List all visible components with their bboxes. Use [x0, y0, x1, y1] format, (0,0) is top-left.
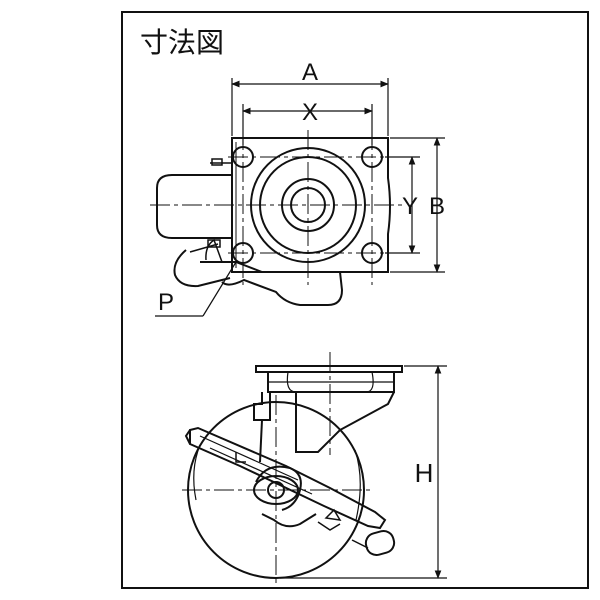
drawing-title: 寸法図: [140, 26, 224, 59]
axle-hub: [253, 465, 302, 511]
dimension-label-h: H: [415, 458, 434, 488]
brake-housing-top: [156, 158, 232, 239]
side-top-plate: [255, 365, 403, 373]
brake-pedal-top: [200, 261, 344, 306]
dimension-h: [280, 365, 447, 579]
dimension-b: [390, 137, 445, 273]
dimension-x: [242, 104, 373, 145]
top-view: [156, 137, 391, 306]
dimension-label-p: P: [158, 289, 174, 316]
dimension-label-x: X: [302, 99, 318, 126]
outer-border: [121, 11, 589, 589]
side-view: [184, 365, 403, 579]
dimension-label-b: B: [429, 193, 445, 220]
dimension-label-a: A: [302, 59, 318, 86]
dimension-a: [231, 78, 389, 136]
top-center-lines: [150, 130, 405, 285]
brake-lever: [189, 426, 387, 530]
dimension-y: [385, 156, 420, 254]
fork: [253, 392, 271, 421]
dimension-label-y: Y: [402, 193, 418, 220]
dimension-p-leader: [155, 261, 237, 317]
side-center-lines: [182, 352, 372, 588]
brake-pedal-side: [351, 529, 396, 557]
